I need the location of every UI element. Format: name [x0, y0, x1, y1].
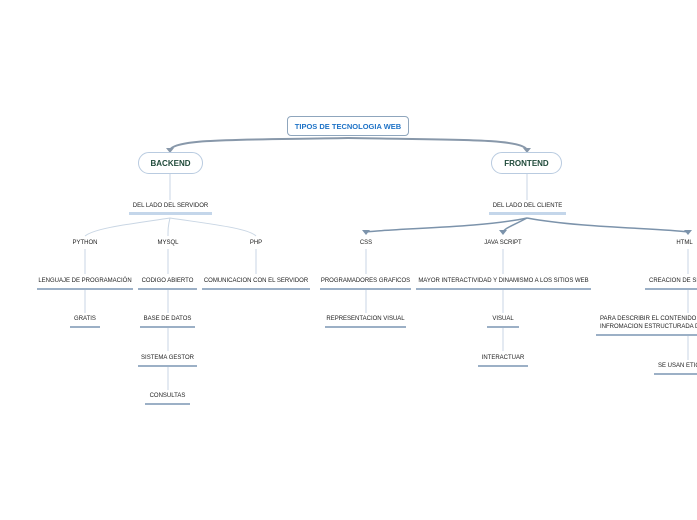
mysql-item-1[interactable]: CODIGO ABIERTO — [138, 277, 197, 290]
html-node[interactable]: HTML — [676, 240, 693, 246]
backend-topic[interactable]: BACKEND — [138, 152, 203, 174]
frontend-side-node[interactable]: DEL LADO DEL CLIENTE — [489, 202, 566, 215]
python-node[interactable]: PYTHON — [72, 240, 98, 246]
connector-side-python — [84, 217, 171, 237]
root-topic[interactable]: TIPOS DE TECNOLOGIA WEB — [287, 116, 409, 136]
connector-root-backend — [169, 137, 349, 151]
backend-side-node[interactable]: DEL LADO DEL SERVIDOR — [129, 202, 212, 215]
arrow-frontend-icon — [523, 148, 531, 153]
arrow-js-icon — [499, 230, 507, 235]
arrow-backend-icon — [166, 148, 174, 153]
mysql-item-2[interactable]: BASE DE DATOS — [140, 315, 195, 328]
html-item-2-line-1: PARA DESCRIBIR EL CONTENIDO D — [600, 316, 697, 322]
php-node[interactable]: PHP — [249, 240, 263, 246]
connector-side-css — [365, 217, 528, 233]
javascript-item-3[interactable]: INTERACTUAR — [478, 354, 528, 367]
connector-side-php — [169, 217, 257, 237]
arrow-html-icon — [684, 230, 692, 235]
connector-side-html — [526, 217, 689, 233]
frontend-topic[interactable]: FRONTEND — [491, 152, 562, 174]
html-item-2[interactable]: PARA DESCRIBIR EL CONTENIDO D INFROMACIO… — [596, 315, 697, 336]
css-item-1[interactable]: PROGRAMADORES GRAFICOS — [320, 277, 411, 290]
html-item-1[interactable]: CREACION DE SI — [645, 277, 697, 290]
connector-root-frontend — [347, 137, 528, 151]
php-item-1[interactable]: COMUNICACION CON EL SERVIDOR — [202, 277, 310, 290]
javascript-node[interactable]: JAVA SCRIPT — [484, 240, 522, 246]
python-item-1[interactable]: LENGUAJE DE PROGRAMACIÓN — [37, 277, 133, 290]
mysql-item-4[interactable]: CONSULTAS — [145, 392, 190, 405]
javascript-item-1[interactable]: MAYOR INTERACTIVIDAD Y DINAMISMO A LOS S… — [416, 277, 591, 290]
arrow-css-icon — [362, 230, 370, 235]
css-item-2[interactable]: REPRESENTACION VISUAL — [325, 315, 406, 328]
mysql-node[interactable]: MYSQL — [157, 240, 179, 246]
python-item-2[interactable]: GRATIS — [70, 315, 100, 328]
html-item-2-line-2: INFROMACION ESTRUCTURADA D — [600, 324, 697, 330]
mysql-item-3[interactable]: SISTEMA GESTOR — [138, 354, 197, 367]
html-item-3[interactable]: SE USAN ETIC — [654, 362, 697, 375]
connector-side-mysql — [167, 217, 171, 237]
javascript-item-2[interactable]: VISUAL — [487, 315, 519, 328]
css-node[interactable]: CSS — [359, 240, 373, 246]
